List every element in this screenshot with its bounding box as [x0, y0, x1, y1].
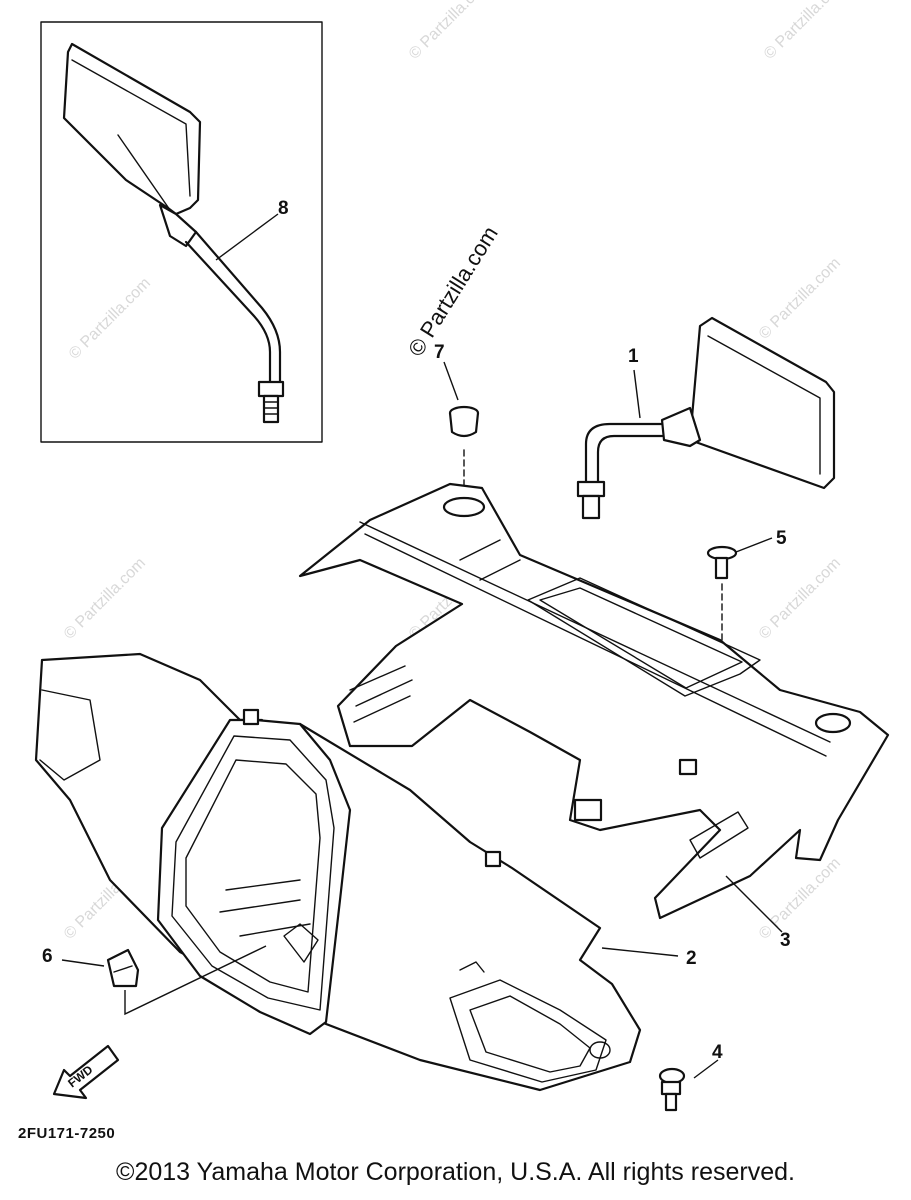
- watermark: © Partzilla.com: [66, 275, 154, 363]
- callout-8: 8: [278, 198, 289, 219]
- cowling-part-2: [34, 652, 642, 1092]
- watermark: © Partzilla.com: [756, 255, 844, 343]
- leader-lines: [61, 213, 783, 1079]
- callout-6: 6: [42, 946, 53, 967]
- watermark: © Partzilla.com: [756, 855, 844, 943]
- watermark: © Partzilla.com: [406, 0, 494, 63]
- callout-7: 7: [434, 342, 445, 363]
- bracket-part-3: [298, 482, 890, 920]
- callout-5: 5: [776, 528, 787, 549]
- watermark: © Partzilla.com: [61, 555, 149, 643]
- bolt-part-4: [658, 1067, 686, 1112]
- mirror-part-1: [576, 316, 836, 520]
- diagram-canvas: © Partzilla.com © Partzilla.com © Partzi…: [18, 0, 890, 1142]
- callout-1: 1: [628, 346, 639, 367]
- watermark: © Partzilla.com: [756, 555, 844, 643]
- copyright-notice: ©2013 Yamaha Motor Corporation, U.S.A. A…: [116, 1158, 795, 1186]
- inset-frame: [40, 21, 323, 443]
- callout-3: 3: [780, 930, 791, 951]
- callout-4: 4: [712, 1042, 723, 1063]
- cap-part-7: [448, 405, 480, 501]
- watermark: © Partzilla.com: [761, 0, 849, 63]
- fwd-arrow: FWD: [52, 1044, 120, 1100]
- clip-part-6: [106, 945, 267, 1016]
- watermark-main: © Partzilla.com: [403, 222, 503, 361]
- callout-2: 2: [686, 948, 697, 969]
- callout-labels: 1 2 3 4 5 6 7 8: [42, 198, 791, 1063]
- mirror-part-8: [62, 42, 285, 424]
- drawing-code: 2FU171-7250: [18, 1125, 115, 1142]
